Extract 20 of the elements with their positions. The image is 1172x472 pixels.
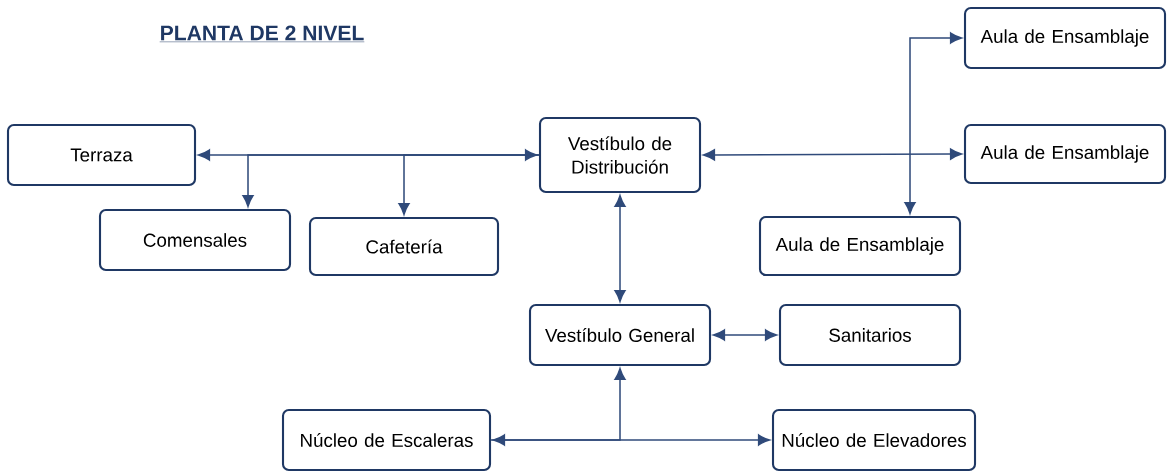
arrow bbox=[702, 148, 963, 161]
room-box: Aula de Ensamblaje bbox=[963, 6, 1167, 70]
room-box: Sanitarios bbox=[778, 303, 962, 367]
room-box: Vestíbulo de Distribución bbox=[538, 116, 702, 194]
room-box: Aula de Ensamblaje bbox=[963, 123, 1167, 185]
room-box: Cafetería bbox=[308, 216, 500, 277]
arrow bbox=[614, 194, 626, 303]
arrow bbox=[712, 329, 778, 341]
room-box: Comensales bbox=[98, 208, 292, 272]
room-box: Núcleo de Elevadores bbox=[771, 408, 977, 472]
room-box: Terraza bbox=[6, 123, 197, 187]
arrow bbox=[492, 434, 771, 446]
room-box: Vestíbulo General bbox=[528, 303, 712, 367]
title: PLANTA DE 2 NIVEL bbox=[159, 25, 365, 43]
arrow bbox=[398, 154, 540, 216]
room-box: Aula de Ensamblaje bbox=[758, 215, 962, 277]
arrow bbox=[904, 32, 963, 215]
arrow bbox=[490, 367, 626, 441]
arrow bbox=[197, 149, 538, 161]
room-box: Núcleo de Escaleras bbox=[281, 408, 492, 472]
